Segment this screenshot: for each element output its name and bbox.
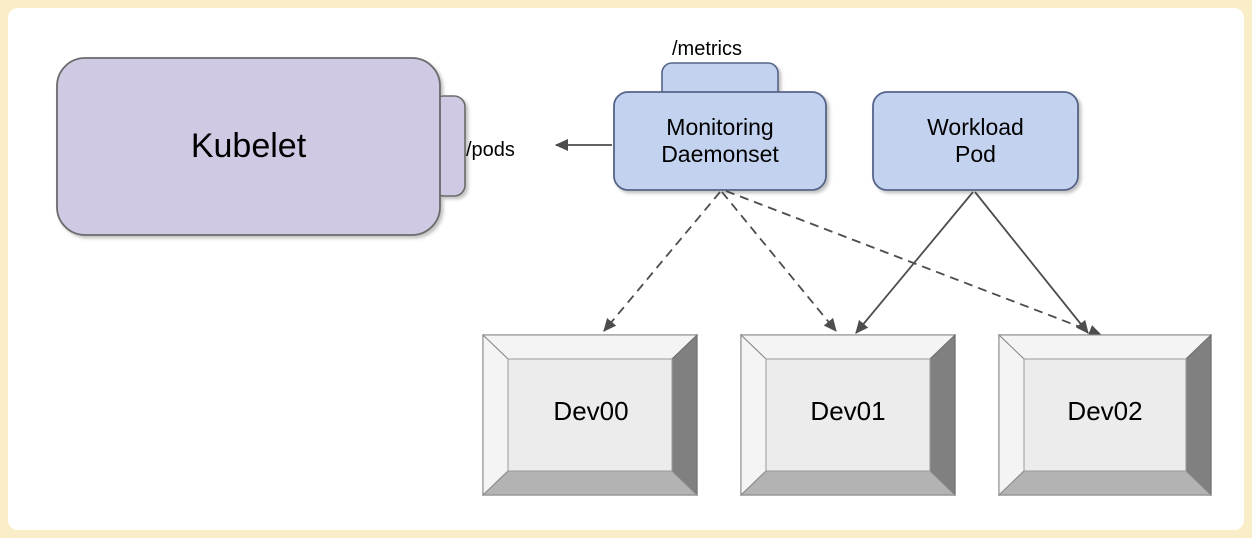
diagram-canvas: Kubelet Monitoring Daemonset Workload Po… bbox=[8, 8, 1244, 530]
device-1-bevel-bottom bbox=[739, 470, 957, 496]
node-device-0[interactable] bbox=[481, 333, 699, 497]
device-1-bevel-top bbox=[739, 334, 957, 360]
device-1-bevel-right bbox=[929, 333, 956, 497]
monitoring-body bbox=[613, 91, 827, 191]
kubelet-body bbox=[56, 57, 441, 236]
edge-monitoring-to-dev1 bbox=[721, 191, 837, 332]
diagram-svg bbox=[56, 57, 1213, 497]
edge-workload-to-dev2 bbox=[974, 191, 1089, 334]
node-workload-pod[interactable] bbox=[872, 91, 1079, 191]
device-2-screen bbox=[1023, 358, 1187, 472]
device-0-screen bbox=[507, 358, 673, 472]
device-0-bevel-right bbox=[671, 333, 698, 497]
device-0-bevel-left bbox=[482, 333, 509, 497]
device-1-screen bbox=[765, 358, 931, 472]
device-0-bevel-bottom bbox=[481, 470, 699, 496]
device-2-bevel-top bbox=[997, 334, 1213, 360]
node-device-2[interactable] bbox=[997, 333, 1213, 497]
device-2-bevel-right bbox=[1185, 333, 1212, 497]
device-1-bevel-left bbox=[740, 333, 767, 497]
edge-monitoring-to-dev0 bbox=[603, 191, 721, 332]
edge-workload-to-dev1 bbox=[855, 191, 974, 334]
node-device-1[interactable] bbox=[739, 333, 957, 497]
device-2-bevel-bottom bbox=[997, 470, 1213, 496]
workload-pod-body bbox=[872, 91, 1079, 191]
device-0-bevel-top bbox=[481, 334, 699, 360]
node-kubelet[interactable] bbox=[56, 57, 466, 236]
node-monitoring-daemonset[interactable] bbox=[613, 62, 827, 191]
device-2-bevel-left bbox=[998, 333, 1025, 497]
